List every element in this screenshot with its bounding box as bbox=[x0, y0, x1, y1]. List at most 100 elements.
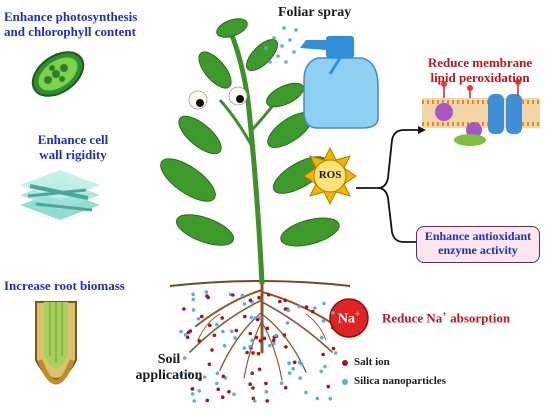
silica-dot bbox=[249, 315, 254, 320]
silica-dot bbox=[215, 381, 219, 386]
ros-sun-icon bbox=[303, 146, 357, 206]
salt-ion-dot bbox=[283, 307, 288, 311]
silica-dot bbox=[242, 302, 247, 306]
antioxidant-box: Enhance antioxidant enzyme activity bbox=[416, 226, 540, 263]
silica-dot bbox=[331, 311, 335, 315]
salt-ion-dot bbox=[190, 387, 195, 391]
salt-ion-dot bbox=[185, 335, 190, 340]
salt-ion-dot bbox=[231, 293, 235, 297]
spray-droplets bbox=[264, 26, 298, 64]
salt-ion-dot bbox=[258, 339, 263, 343]
salt-ion-dot bbox=[256, 351, 261, 356]
salt-ion-dot bbox=[257, 295, 261, 300]
silica-dot bbox=[313, 306, 317, 310]
silica-dot bbox=[304, 390, 308, 395]
silica-dot bbox=[250, 338, 254, 343]
label-cell-wall: Enhance cell wall rigidity bbox=[37, 132, 109, 162]
cell-membrane-icon bbox=[422, 79, 540, 146]
salt-ion-dot bbox=[250, 371, 254, 376]
silica-dot bbox=[192, 399, 197, 403]
salt-ion-dot bbox=[251, 351, 255, 355]
silica-dot bbox=[333, 351, 338, 355]
silica-dot bbox=[215, 371, 220, 376]
silica-dot bbox=[233, 336, 237, 340]
salt-ion-dot bbox=[331, 346, 336, 351]
silica-dot bbox=[279, 381, 284, 386]
salt-ion-dot bbox=[278, 299, 282, 304]
silica-dot bbox=[215, 322, 219, 327]
salt-ion-dot bbox=[221, 374, 226, 379]
silica-dot bbox=[240, 293, 245, 298]
salt-ion-dot bbox=[248, 382, 252, 387]
silica-dot bbox=[197, 389, 201, 393]
salt-ion-dot bbox=[234, 328, 239, 333]
soil-particles bbox=[179, 290, 338, 403]
silica-dot bbox=[323, 364, 327, 369]
silica-dot bbox=[248, 344, 252, 349]
salt-ion-dot bbox=[227, 390, 231, 394]
label-ros: ROS bbox=[318, 169, 342, 181]
salt-ion-dot bbox=[283, 385, 288, 390]
salt-ion-dot bbox=[266, 292, 271, 297]
silica-dot bbox=[242, 346, 247, 350]
silica-dot bbox=[190, 392, 195, 396]
label-antioxidant: Enhance antioxidant enzyme activity bbox=[424, 229, 532, 257]
cell-wall-icon bbox=[20, 170, 100, 220]
sodium-ion-icon bbox=[329, 298, 369, 338]
silica-dot bbox=[179, 329, 183, 334]
root-tip-icon bbox=[35, 301, 77, 385]
salt-ion-dot bbox=[251, 386, 255, 390]
salt-ion-dot bbox=[254, 335, 259, 340]
label-photosynthesis: Enhance photosynthesis and chlorophyll c… bbox=[4, 9, 138, 39]
salt-ion-dot bbox=[321, 352, 325, 357]
salt-ion-dot bbox=[243, 314, 247, 319]
legend-silica-marker bbox=[342, 379, 348, 385]
silica-dot bbox=[187, 371, 192, 376]
legend-silica-label: Silica nanoparticles bbox=[354, 375, 446, 387]
branch-arrows bbox=[356, 129, 418, 243]
label-root-biomass: Increase root biomass bbox=[4, 278, 125, 293]
salt-ion-dot bbox=[304, 305, 309, 309]
silica-dot bbox=[182, 356, 187, 360]
silica-dot bbox=[322, 301, 326, 306]
silica-dot bbox=[328, 396, 333, 401]
plant-stem bbox=[227, 29, 265, 285]
salt-ion-dot bbox=[220, 395, 225, 400]
salt-ion-dot bbox=[257, 367, 262, 372]
salt-ion-dot bbox=[292, 360, 297, 365]
salt-ion-dot bbox=[182, 307, 186, 311]
silica-dot bbox=[297, 304, 301, 309]
silica-dot bbox=[291, 366, 295, 371]
salt-ion-dot bbox=[207, 362, 212, 367]
silica-dot bbox=[319, 369, 324, 374]
salt-ion-dot bbox=[200, 314, 204, 319]
salt-ion-dot bbox=[210, 348, 214, 352]
salt-ion-dot bbox=[198, 377, 202, 382]
silica-dot bbox=[285, 321, 290, 325]
silica-dot bbox=[204, 290, 209, 294]
salt-ion-dot bbox=[197, 339, 202, 343]
silica-dot bbox=[230, 329, 234, 334]
label-na-symbol: Na+ bbox=[337, 309, 361, 327]
silica-dot bbox=[287, 371, 292, 375]
silica-dot bbox=[287, 361, 291, 366]
label-foliar-spray: Foliar spray bbox=[278, 5, 352, 20]
salt-ion-dot bbox=[265, 399, 270, 403]
chloroplast-icon bbox=[31, 51, 85, 97]
silica-dot bbox=[297, 360, 302, 365]
silica-dot bbox=[232, 392, 236, 397]
salt-ion-dot bbox=[311, 309, 315, 314]
plant-leaves bbox=[160, 18, 340, 247]
salt-ion-dot bbox=[262, 336, 267, 341]
silica-dot bbox=[320, 335, 324, 340]
arrow-head-up bbox=[418, 126, 426, 134]
silica-dot bbox=[202, 375, 207, 379]
salt-ion-dot bbox=[245, 350, 249, 355]
silica-dot bbox=[179, 373, 184, 378]
silica-dot bbox=[191, 308, 196, 312]
salt-ion-dot bbox=[208, 323, 212, 328]
silica-dot bbox=[183, 333, 188, 337]
label-soil-application: Soil application bbox=[135, 352, 203, 384]
salt-ion-dot bbox=[248, 331, 253, 336]
salt-ion-dot bbox=[283, 298, 288, 303]
